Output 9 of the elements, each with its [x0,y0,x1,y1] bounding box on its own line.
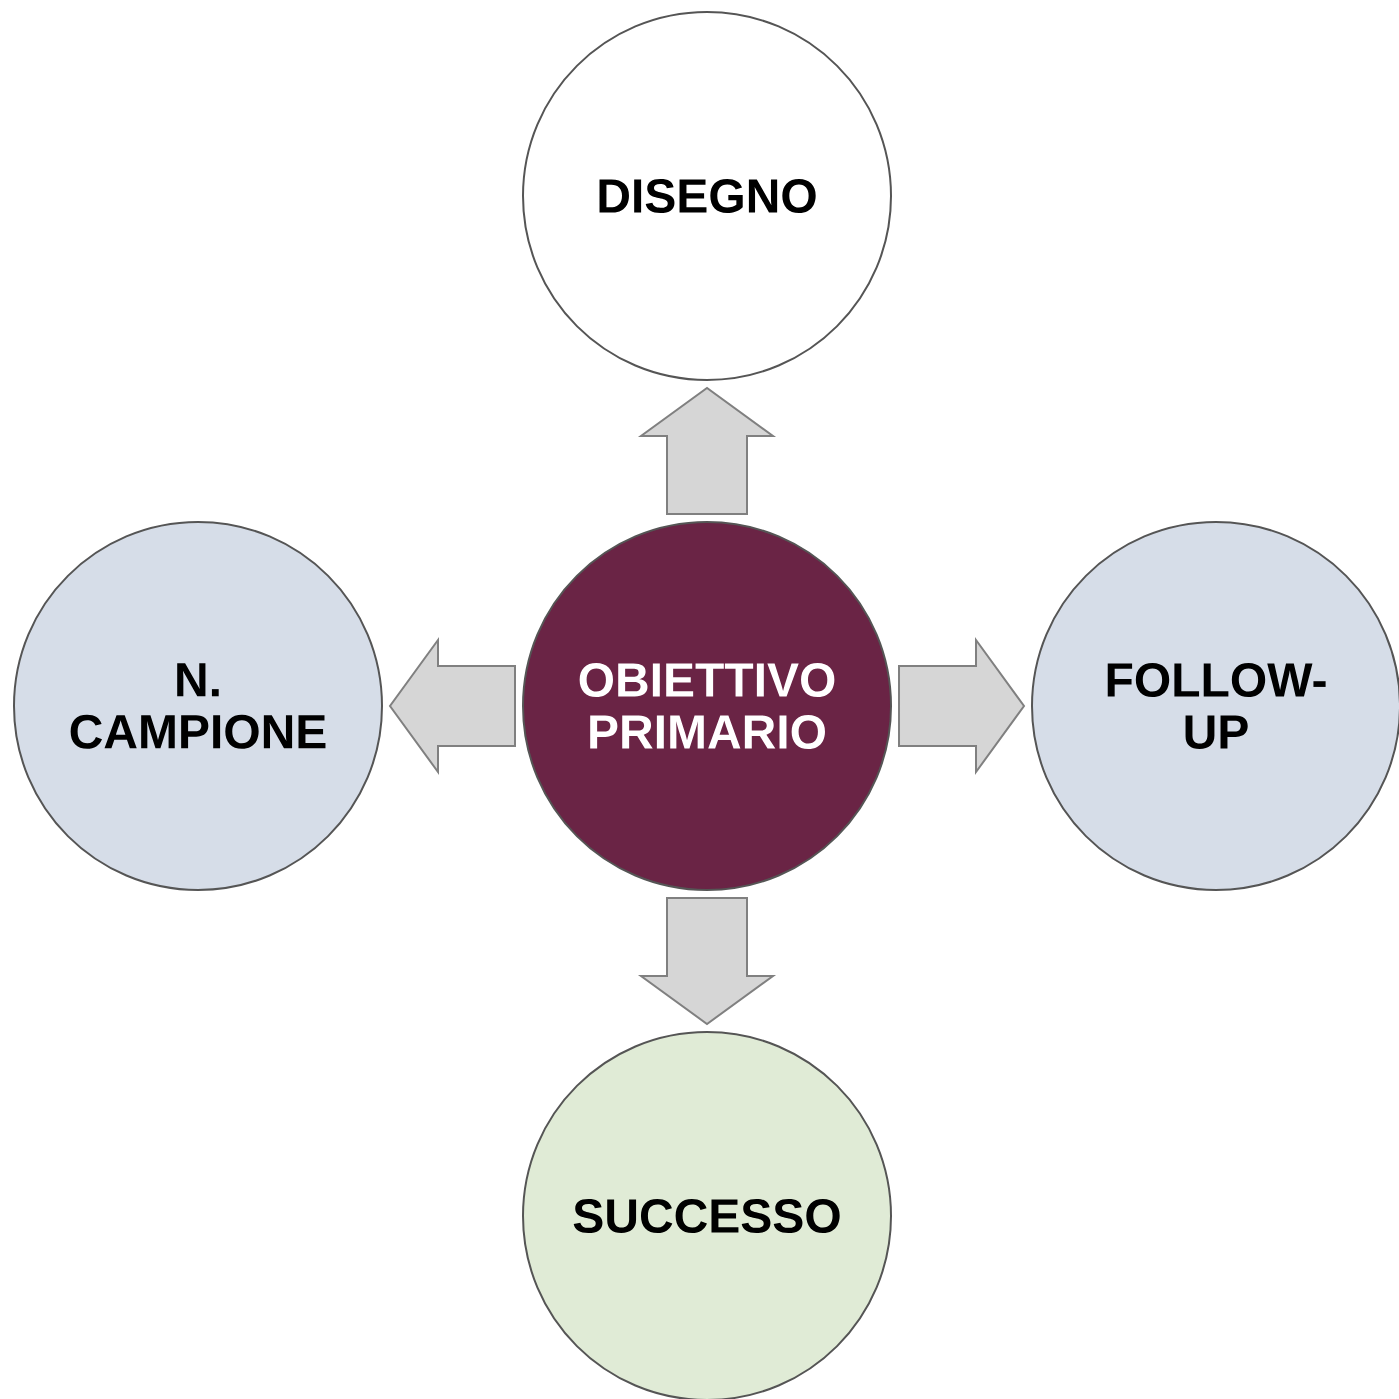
block-arrow [637,897,777,1026]
circle-node: FOLLOW-UP [1031,521,1399,891]
circle-node: DISEGNO [522,11,892,381]
block-arrow [898,636,1026,776]
block-arrow [388,636,516,776]
circle-node: N. CAMPIONE [13,521,383,891]
circle-node: OBIETTIVO PRIMARIO [522,521,892,891]
block-arrow [637,386,777,515]
circle-node: SUCCESSO [522,1031,892,1399]
